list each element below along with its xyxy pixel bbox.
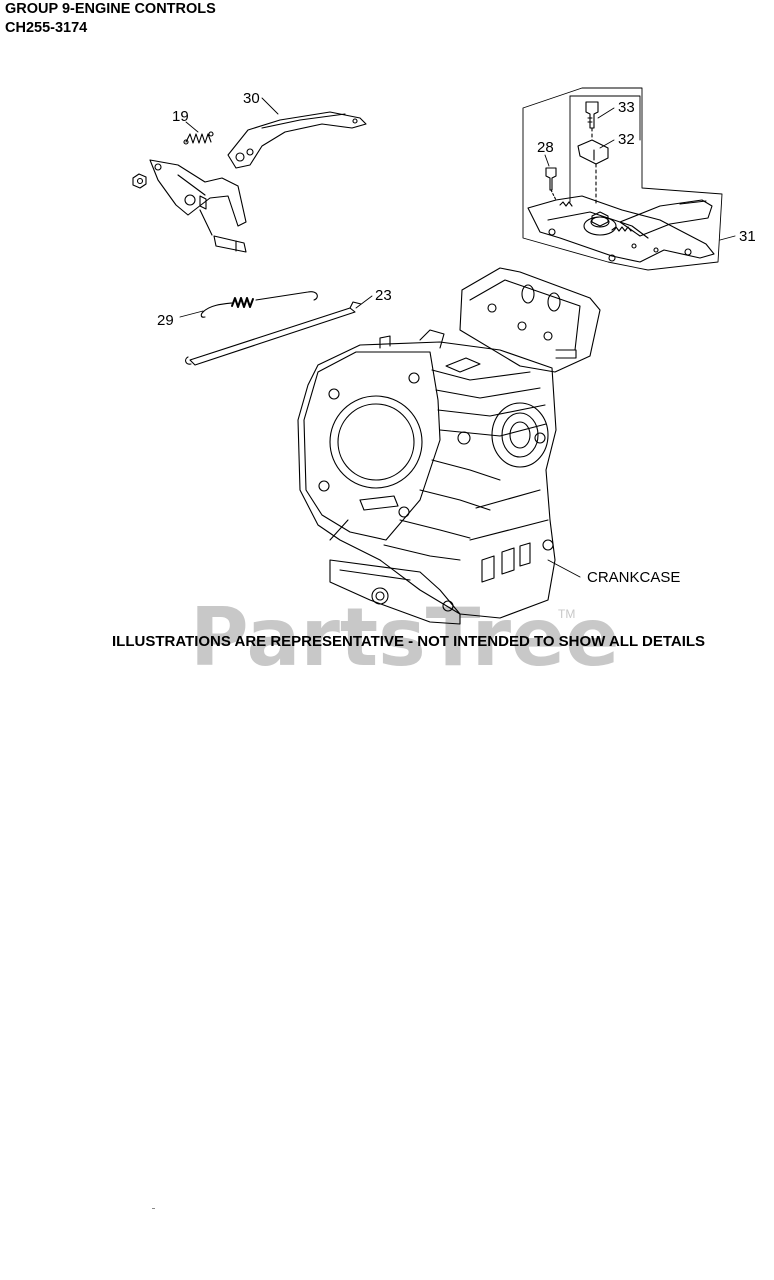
callout-23: 23 bbox=[375, 287, 392, 304]
part-19-spring[interactable] bbox=[183, 131, 214, 145]
page-header: GROUP 9-ENGINE CONTROLS CH255-3174 bbox=[5, 0, 216, 38]
governor-arm-assembly[interactable] bbox=[132, 159, 247, 253]
callout-33: 33 bbox=[618, 99, 635, 116]
watermark: PartsTree TM bbox=[190, 591, 620, 684]
throttle-control-inset[interactable] bbox=[522, 87, 723, 271]
model-number: CH255-3174 bbox=[5, 20, 88, 36]
watermark-brand: PartsTree bbox=[190, 591, 620, 684]
crankcase[interactable] bbox=[297, 267, 601, 625]
callout-28: 28 bbox=[537, 139, 554, 156]
watermark-tm: TM bbox=[558, 607, 575, 621]
stray-mark bbox=[152, 1208, 155, 1209]
leader-23 bbox=[355, 295, 373, 309]
callout-31: 31 bbox=[739, 228, 756, 245]
callout-32: 32 bbox=[618, 131, 635, 148]
callout-30: 30 bbox=[243, 90, 260, 107]
leader-19 bbox=[185, 121, 199, 133]
leader-crankcase bbox=[547, 559, 581, 578]
leader-33 bbox=[597, 107, 615, 119]
leader-29 bbox=[179, 310, 204, 318]
callout-crankcase: CRANKCASE bbox=[587, 569, 680, 586]
leader-lines bbox=[179, 97, 736, 578]
disclaimer-text: ILLUSTRATIONS ARE REPRESENTATIVE - NOT I… bbox=[112, 633, 706, 650]
leader-31 bbox=[719, 235, 736, 241]
leader-30 bbox=[261, 97, 279, 115]
group-title: GROUP 9-ENGINE CONTROLS bbox=[5, 1, 216, 17]
part-30-governor-lever[interactable] bbox=[227, 111, 367, 169]
leader-28 bbox=[544, 154, 550, 167]
callout-19: 19 bbox=[172, 108, 189, 125]
callout-labels: 19 30 33 32 28 31 29 23 CRANKCASE bbox=[157, 90, 756, 586]
callout-29: 29 bbox=[157, 312, 174, 329]
leader-32 bbox=[599, 139, 615, 149]
part-29-spring[interactable] bbox=[200, 291, 318, 318]
part-23-linkage-rod[interactable] bbox=[185, 301, 362, 366]
